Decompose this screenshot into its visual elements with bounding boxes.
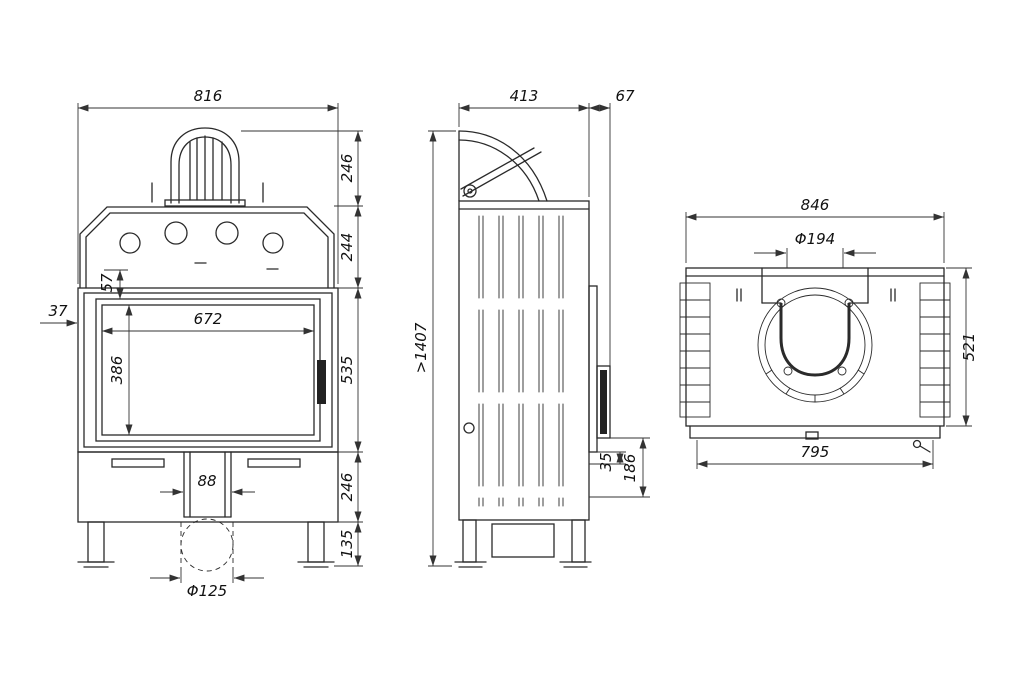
flue-bolt [844, 298, 854, 308]
flue-bolt [783, 366, 793, 376]
dim-top-width: 846 [801, 196, 830, 214]
dim-front-bottom-flue-diameter: Φ125 [187, 582, 227, 600]
latch [912, 439, 922, 449]
dim-top-base-width: 795 [801, 443, 830, 461]
front-legs [77, 521, 335, 568]
side-slots [478, 215, 564, 507]
front-upper-body [79, 206, 335, 289]
air-control-knob [119, 232, 141, 254]
dim-front-glass-top-offset: 57 [98, 273, 116, 293]
top-flue-collar [757, 287, 873, 403]
side-body [458, 200, 590, 521]
top-grille-left [679, 282, 711, 418]
dim-front-upper-height: 244 [338, 233, 356, 262]
air-control-knob [215, 221, 239, 245]
side-dimensions: 413 67 >1407 35 186 [412, 87, 650, 567]
top-bottom-rail [689, 425, 941, 453]
top-body [685, 267, 945, 427]
air-control-knob [262, 232, 284, 254]
front-dimensions: 816 246 244 535 246 135 57 37 672 [40, 87, 363, 600]
side-door [588, 285, 611, 453]
top-grille-right [919, 282, 951, 418]
top-view: 846 Φ194 521 795 [679, 196, 978, 469]
dim-front-frame-offset: 37 [48, 302, 68, 320]
air-control-knob [164, 221, 188, 245]
door-handle [317, 360, 326, 404]
side-bolt [463, 422, 475, 434]
dim-side-handle-offset: 67 [615, 87, 635, 105]
dim-front-cowl-height: 246 [338, 154, 356, 183]
dim-side-latch-height: 186 [621, 454, 639, 483]
dim-side-latch-depth: 35 [597, 452, 615, 471]
dim-front-glass-width: 672 [194, 310, 223, 328]
side-handle [600, 370, 607, 434]
dim-front-leg-height: 135 [338, 530, 356, 559]
dim-front-base-height: 246 [338, 473, 356, 502]
dim-front-width: 816 [194, 87, 223, 105]
flue-bolt [837, 366, 847, 376]
dim-front-glass-height: 386 [108, 356, 126, 385]
flue-bolt [776, 298, 786, 308]
dim-top-flue-diameter: Φ194 [795, 230, 835, 248]
dim-side-total-height: >1407 [412, 322, 430, 373]
front-base [77, 451, 339, 523]
front-view: 816 246 244 535 246 135 57 37 672 [40, 87, 363, 600]
side-legs [454, 519, 592, 568]
top-dimensions: 846 Φ194 521 795 [685, 196, 978, 469]
dim-side-depth: 413 [510, 87, 539, 105]
front-bottom-flue-hidden [180, 518, 234, 572]
side-view: 413 67 >1407 35 186 [412, 87, 650, 568]
dim-front-pedestal-width: 88 [197, 472, 216, 490]
front-cowl [151, 127, 264, 207]
top-flue-opening [779, 303, 851, 377]
dim-front-door-height: 535 [338, 356, 356, 385]
dim-top-depth: 521 [960, 333, 978, 362]
side-cowl [458, 130, 548, 202]
